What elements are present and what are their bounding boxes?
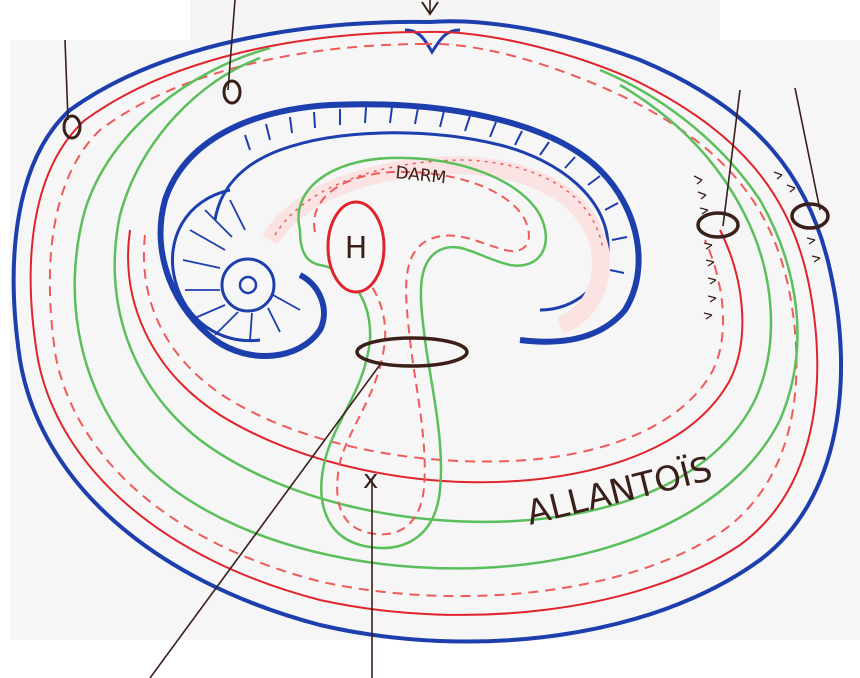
heart-label: H bbox=[345, 231, 368, 266]
x-marker: x bbox=[363, 465, 378, 495]
